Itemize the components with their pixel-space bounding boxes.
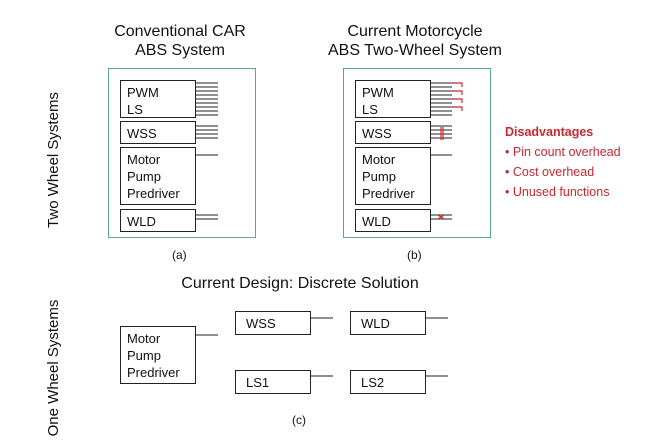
pins-c [196,317,448,377]
unused-pin-marks [437,82,463,220]
title-b-line1: Current Motorcycle [347,23,483,40]
ls2-block-c: LS2 [350,370,426,394]
disadvantage-item: • Unused functions [505,185,610,199]
disadvantage-text: Pin count overhead [512,145,621,159]
unused-pin-mark [452,106,463,111]
motor-pump-predriver-block-a: Motor Pump Predriver [120,147,196,205]
title-conventional-car: Conventional CAR ABS System [95,22,265,60]
disadvantages-title: Disadvantages [505,125,594,139]
pump-text-c: Pump [127,348,161,363]
unused-pin-mark [452,98,463,103]
title-current-design: Current Design: Discrete Solution [181,275,419,292]
frame-b [343,68,491,238]
motor-text-a: Motor [127,152,161,167]
disadvantage-text: Cost overhead [512,165,595,179]
wld-block-c: WLD [350,311,426,335]
wld-block-a: WLD [120,209,196,232]
motor-text-c: Motor [127,331,161,346]
disadvantage-item: • Pin count overhead [505,145,621,159]
disadvantage-item: • Cost overhead [505,165,595,179]
disadvantage-text: Unused functions [512,185,610,199]
pwm-text-a: PWM [127,85,159,100]
ls-text-a: LS [127,102,143,117]
ls1-block-c: LS1 [235,370,311,394]
wss-block-c: WSS [235,311,311,335]
pwm-ls-block-b: PWM LS [355,80,431,118]
pins-b [431,82,452,220]
wld-block-b: WLD [355,209,431,232]
wss-block-b: WSS [355,121,431,144]
frame-a [108,68,256,238]
ls-text-b: LS [362,102,378,117]
wss-block-a: WSS [120,121,196,144]
caption-b: (b) [407,248,422,262]
disadvantages-panel: Disadvantages • Pin count overhead • Cos… [505,125,621,202]
title-a-line1: Conventional CAR [114,23,246,40]
motor-text-b: Motor [362,152,396,167]
predriver-text-c: Predriver [127,365,180,380]
unused-pin-mark [437,214,445,220]
caption-c: (c) [292,413,306,427]
pwm-ls-block-a: PWM LS [120,80,196,118]
unused-pin-mark [452,90,463,95]
title-a-line2: ABS System [135,42,225,59]
caption-a: (a) [172,248,187,262]
motor-pump-predriver-block-b: Motor Pump Predriver [355,147,431,205]
predriver-text-b: Predriver [362,186,415,201]
pump-text-a: Pump [127,169,161,184]
pins-a [196,82,218,220]
title-current-motorcycle: Current Motorcycle ABS Two-Wheel System [315,22,515,60]
unused-pin-mark [452,82,463,87]
pump-text-b: Pump [362,169,396,184]
motor-pump-predriver-block-c: Motor Pump Predriver [120,326,196,384]
title-b-line2: ABS Two-Wheel System [328,42,502,59]
pwm-text-b: PWM [362,85,394,100]
predriver-text-a: Predriver [127,186,180,201]
